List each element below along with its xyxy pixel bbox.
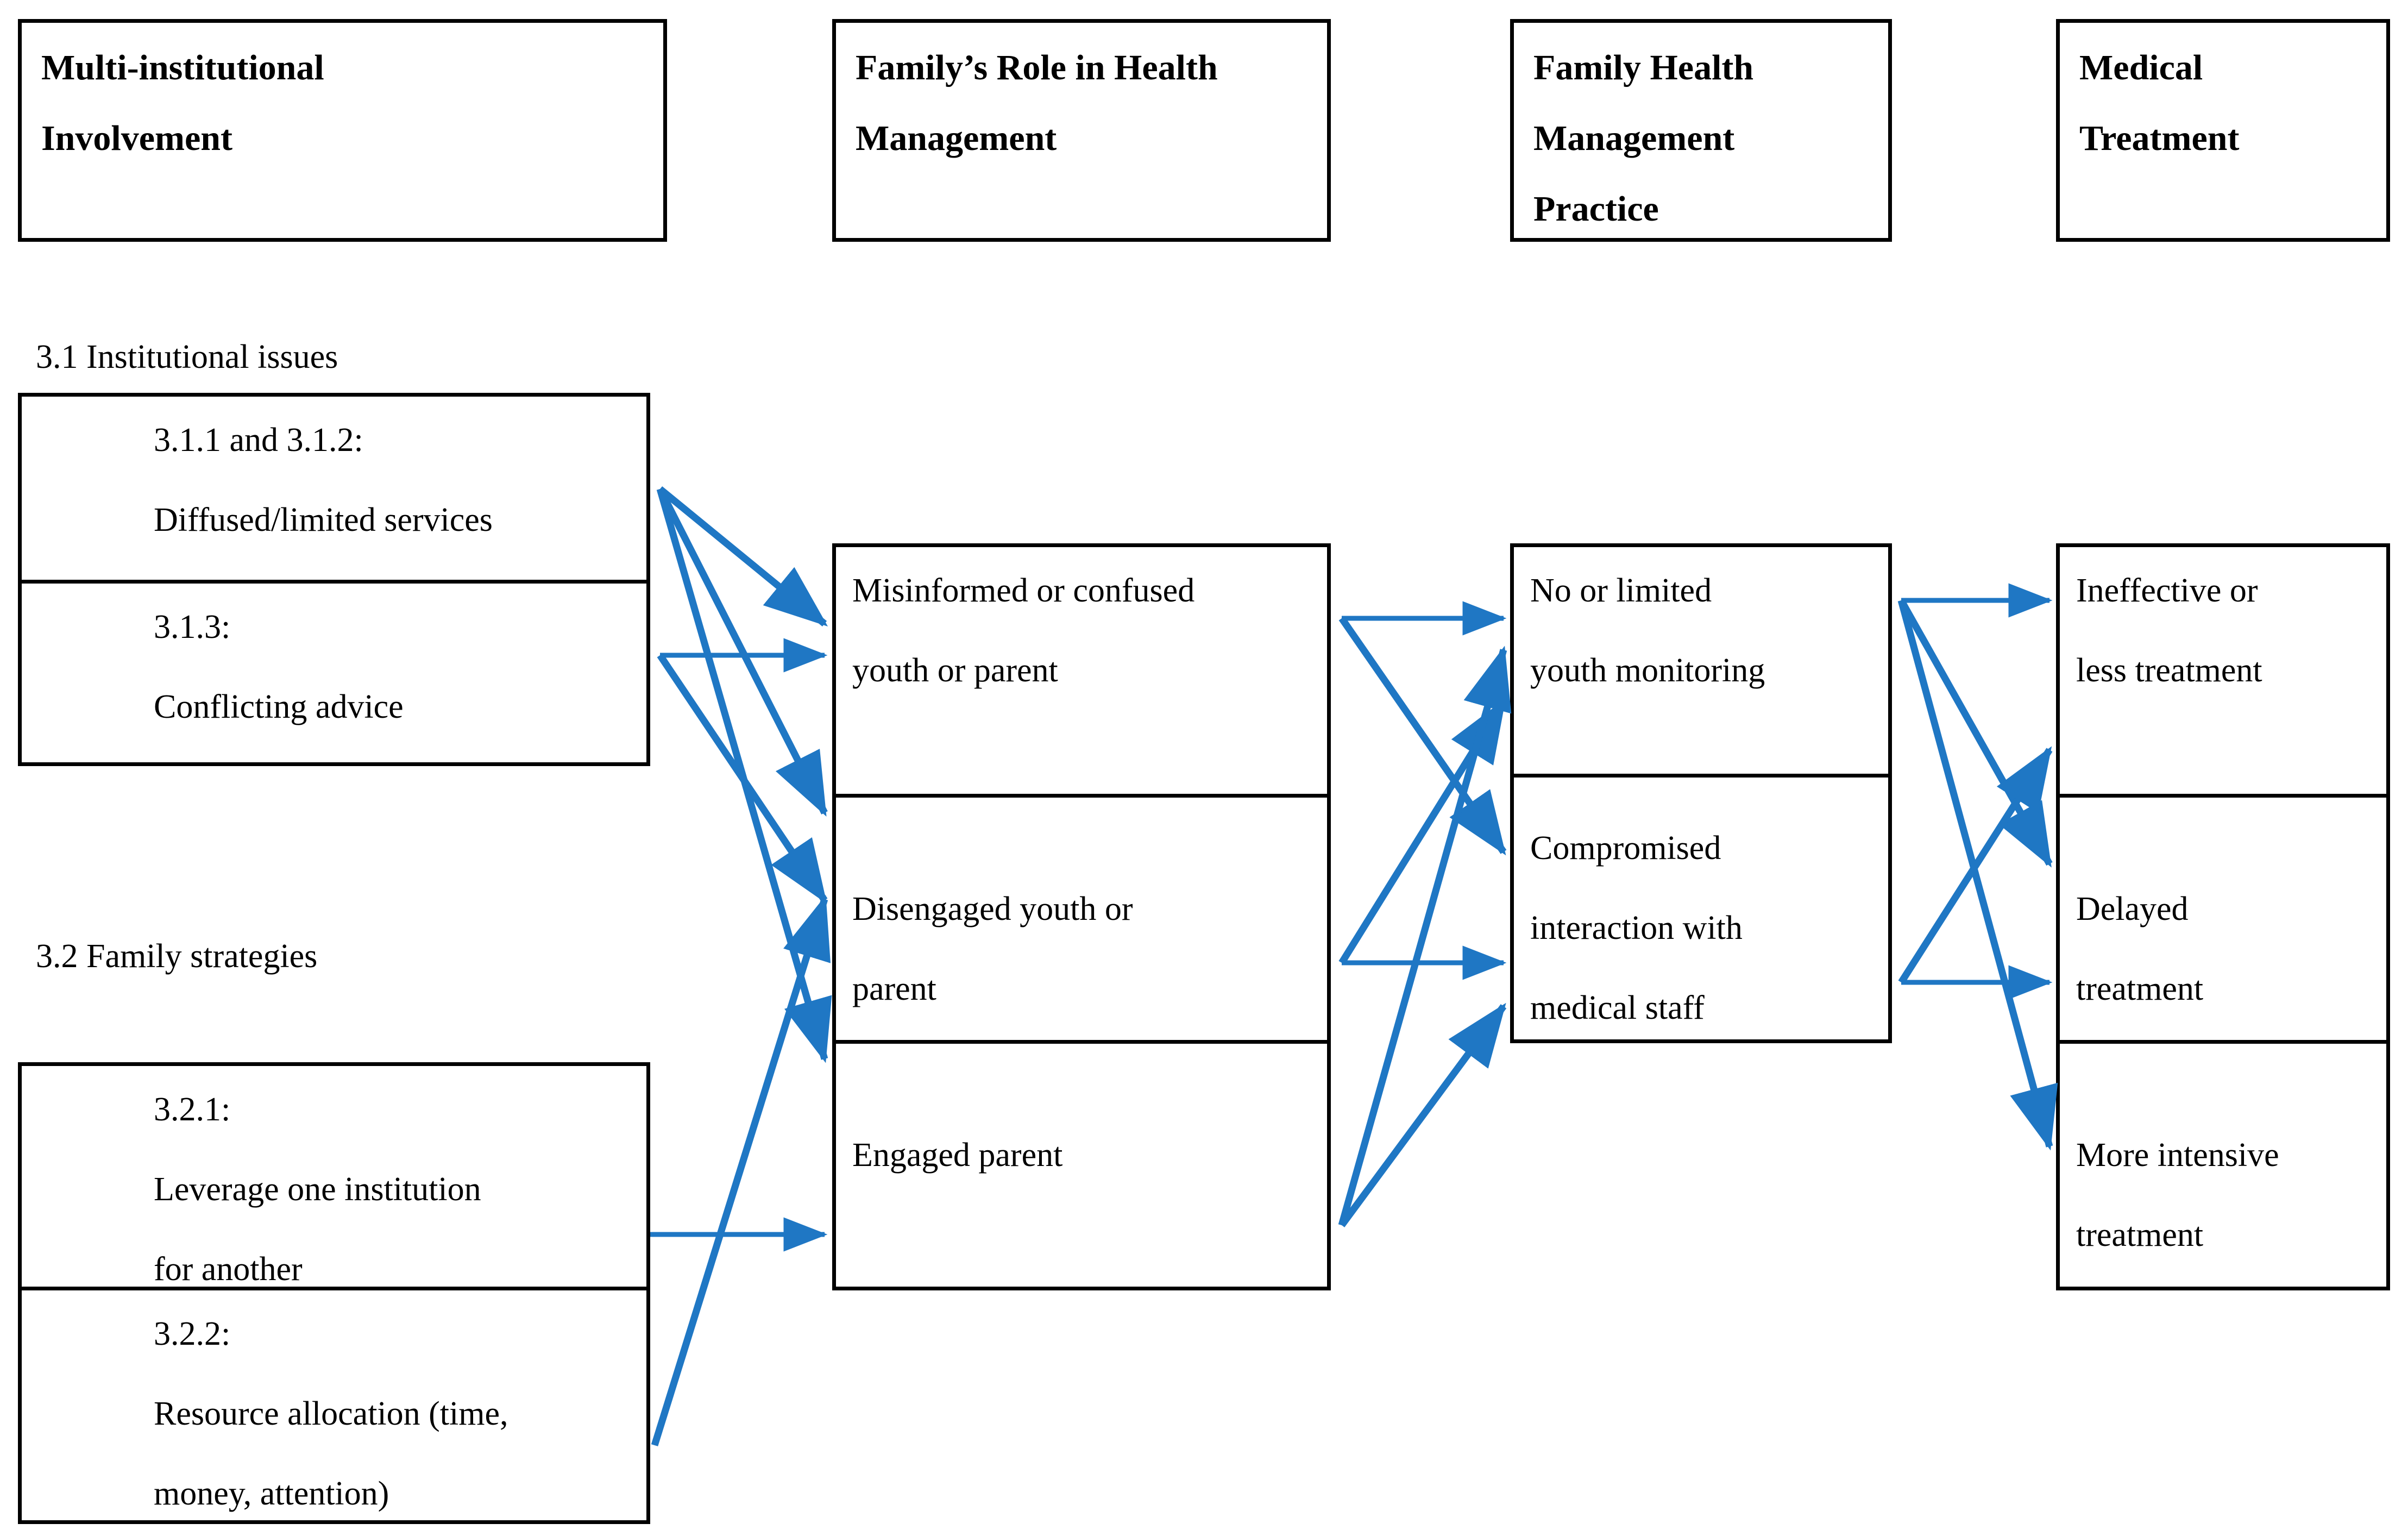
node-disengaged-youth-or-parent[interactable]: Disengaged youth or parent — [836, 793, 1327, 1040]
node-line: Leverage one institution — [154, 1171, 481, 1208]
header-line: Family’s Role in Health — [856, 48, 1218, 87]
node-misinformed-or-confused[interactable]: Misinformed or confused youth or parent — [836, 547, 1327, 794]
edge-engaged-to-monitoring — [1338, 645, 1512, 1226]
node-321[interactable]: 3.2.1: Leverage one institution for anot… — [22, 1066, 646, 1288]
node-line: Delayed — [2076, 890, 2189, 927]
edge-monitoring-to-more-intensive — [1897, 599, 2058, 1151]
header-line: Multi-institutional — [41, 48, 324, 87]
node-line: Compromised — [1530, 829, 1721, 867]
node-line: for another — [154, 1251, 303, 1288]
node-line: 3.1.3: — [154, 608, 231, 645]
header-line: Medical — [2079, 48, 2203, 87]
node-line: Diffused/limited services — [154, 501, 493, 538]
node-line: Ineffective or — [2076, 572, 2258, 609]
node-line: 3.1.1 and 3.1.2: — [154, 422, 363, 459]
header-line: Management — [856, 118, 1057, 158]
group-institutional-issues: 3.1.1 and 3.1.2: Diffused/limited servic… — [18, 393, 650, 766]
group-medical-treatment: Ineffective or less treatment Delayed tr… — [2056, 543, 2390, 1290]
node-delayed-treatment[interactable]: Delayed treatment — [2060, 793, 2386, 1040]
edge-compromised-to-ineffective — [1898, 746, 2053, 985]
node-line: medical staff — [1530, 989, 1705, 1026]
edge-313-to-disengaged — [657, 653, 828, 904]
node-compromised-interaction[interactable]: Compromised interaction with medical sta… — [1514, 773, 1888, 1039]
edge-disengaged-to-monitoring — [1338, 698, 1507, 965]
node-line: Conflicting advice — [154, 688, 404, 725]
node-more-intensive-treatment[interactable]: More intensive treatment — [2060, 1040, 2386, 1287]
node-line: Misinformed or confused — [852, 572, 1195, 609]
node-line: youth or parent — [852, 652, 1058, 689]
edge-misinformed-to-compromised — [1338, 616, 1507, 856]
node-322[interactable]: 3.2.2: Resource allocation (time, money,… — [22, 1287, 646, 1520]
section-label-institutional-issues: 3.1 Institutional issues — [36, 338, 338, 375]
node-line: money, attention) — [154, 1475, 389, 1513]
header-box-family-health-management-practice: Family Health Management Practice — [1510, 19, 1892, 242]
node-line: Resource allocation (time, — [154, 1395, 508, 1433]
node-line: No or limited — [1530, 572, 1712, 609]
header-box-medical-treatment: Medical Treatment — [2056, 19, 2390, 242]
header-line: Involvement — [41, 118, 232, 158]
group-family-strategies: 3.2.1: Leverage one institution for anot… — [18, 1062, 650, 1524]
section-label-family-strategies: 3.2 Family strategies — [36, 938, 318, 975]
node-line: treatment — [2076, 1217, 2204, 1254]
node-line: 3.2.1: — [154, 1091, 231, 1128]
header-line: Treatment — [2079, 118, 2240, 158]
header-line: Family Health — [1533, 48, 1754, 87]
node-line: Disengaged youth or — [852, 890, 1133, 927]
node-line: interaction with — [1530, 909, 1743, 946]
edge-engaged-to-compromised — [1338, 1002, 1507, 1227]
edge-311312-to-disengaged — [657, 487, 828, 817]
group-familys-role: Misinformed or confused youth or parent … — [832, 543, 1331, 1290]
header-line: Practice — [1533, 189, 1659, 229]
edge-311312-to-engaged — [656, 488, 832, 1063]
edge-322-to-disengaged — [651, 895, 831, 1446]
node-line: parent — [852, 970, 936, 1007]
node-no-or-limited-youth-monitoring[interactable]: No or limited youth monitoring — [1514, 547, 1888, 774]
node-line: less treatment — [2076, 652, 2262, 689]
node-line: Engaged parent — [852, 1137, 1063, 1174]
node-ineffective-or-less-treatment[interactable]: Ineffective or less treatment — [2060, 547, 2386, 794]
node-engaged-parent[interactable]: Engaged parent — [836, 1040, 1327, 1287]
edge-311312-to-misinformed — [657, 486, 828, 627]
node-line: treatment — [2076, 970, 2204, 1007]
node-line: youth monitoring — [1530, 652, 1765, 689]
header-box-familys-role-in-health-management: Family’s Role in Health Management — [832, 19, 1331, 242]
node-311-312[interactable]: 3.1.1 and 3.1.2: Diffused/limited servic… — [22, 397, 646, 580]
node-313[interactable]: 3.1.3: Conflicting advice — [22, 579, 646, 763]
edge-monitoring-to-delayed — [1898, 598, 2053, 868]
group-family-health-management-practice: No or limited youth monitoring Compromis… — [1510, 543, 1892, 1043]
header-box-multi-institutional-involvement: Multi-institutional Involvement — [18, 19, 667, 242]
header-line: Management — [1533, 118, 1735, 158]
node-line: More intensive — [2076, 1137, 2279, 1174]
node-line: 3.2.2: — [154, 1315, 231, 1353]
